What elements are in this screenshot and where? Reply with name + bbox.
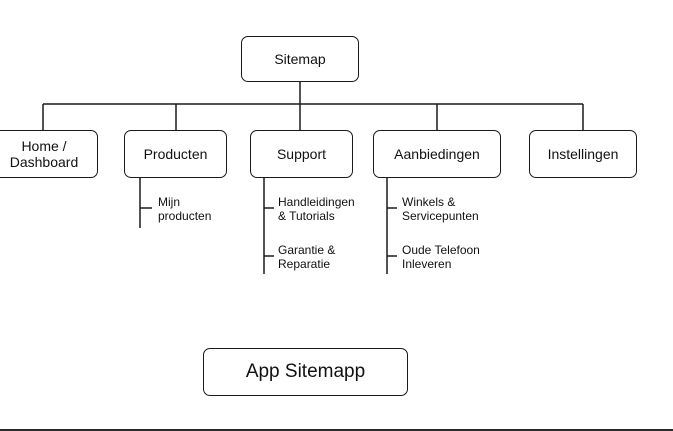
node-home-dashboard: Home / Dashboard xyxy=(0,130,98,178)
node-aanbiedingen: Aanbiedingen xyxy=(373,130,501,178)
node-producten: Producten xyxy=(124,130,227,178)
subpage-garantie-reparatie: Garantie & Reparatie xyxy=(278,243,336,271)
node-label-support: Support xyxy=(276,146,327,162)
caption-label: App Sitemapp xyxy=(245,361,366,382)
subpage-mijn-producten: Mijn producten xyxy=(158,195,212,223)
node-label-aanbiedingen: Aanbiedingen xyxy=(394,146,480,162)
diagram-caption: App Sitemapp xyxy=(203,348,408,396)
node-label-instellingen: Instellingen xyxy=(547,146,619,162)
node-label-home: Home / Dashboard xyxy=(9,138,79,170)
bottom-divider xyxy=(0,429,673,431)
node-support: Support xyxy=(250,130,353,178)
node-instellingen: Instellingen xyxy=(529,130,637,178)
subpage-handleidingen-tutorials: Handleidingen & Tutorials xyxy=(278,195,355,223)
subpage-winkels-servicepunten: Winkels & Servicepunten xyxy=(402,195,479,223)
root-label: Sitemap xyxy=(274,51,326,67)
subpage-oude-telefoon-inleveren: Oude Telefoon Inleveren xyxy=(402,243,480,271)
sitemap-root-node: Sitemap xyxy=(241,36,359,82)
node-label-producten: Producten xyxy=(143,146,208,162)
